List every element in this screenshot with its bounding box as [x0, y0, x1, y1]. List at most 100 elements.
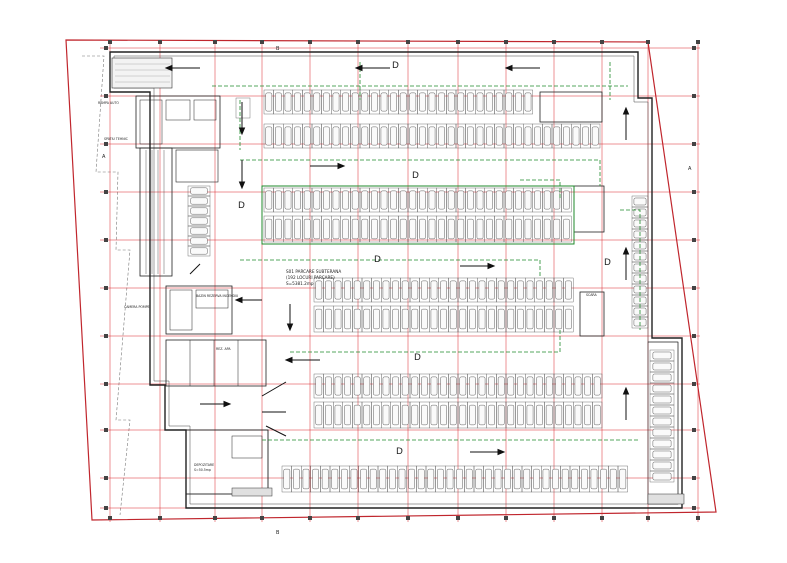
grid-bubble — [692, 238, 696, 242]
car-icon — [373, 308, 380, 330]
grid-bubble — [692, 476, 696, 480]
car-icon — [459, 280, 467, 300]
car-icon — [325, 308, 332, 330]
car-icon — [440, 308, 447, 330]
car-icon — [284, 190, 292, 210]
car-icon — [652, 472, 672, 481]
car-icon — [373, 376, 380, 396]
car-icon — [265, 190, 273, 210]
parking-space — [592, 373, 603, 399]
car-icon — [382, 308, 390, 330]
grid-bubble — [696, 516, 700, 520]
car-icon — [334, 280, 342, 300]
car-icon — [313, 126, 321, 146]
room-label: RAMPA AUTO — [98, 101, 119, 105]
car-icon — [323, 126, 330, 146]
car-icon — [574, 404, 582, 426]
car-icon — [284, 92, 292, 112]
grid-bubble — [108, 516, 112, 520]
car-icon — [294, 190, 301, 210]
car-icon — [478, 280, 486, 300]
car-icon — [561, 468, 569, 490]
car-icon — [302, 468, 310, 490]
car-icon — [536, 376, 543, 396]
car-icon — [563, 218, 570, 240]
car-icon — [380, 218, 388, 240]
car-icon — [543, 126, 551, 146]
car-icon — [380, 92, 388, 112]
car-icon — [517, 376, 524, 396]
parking-row — [263, 187, 572, 213]
car-icon — [469, 280, 476, 300]
car-icon — [421, 376, 428, 396]
parking-row — [313, 401, 603, 429]
car-icon — [419, 92, 426, 112]
car-icon — [350, 468, 358, 490]
car-icon — [344, 376, 351, 396]
car-icon — [399, 126, 407, 146]
right-service-cores — [539, 91, 685, 505]
parking-space — [523, 89, 534, 115]
car-icon — [467, 92, 474, 112]
room-label: REZ. APA — [216, 347, 231, 351]
car-icon — [536, 308, 543, 330]
car-icon — [382, 376, 390, 396]
site-boundary — [65, 39, 717, 521]
car-icon — [380, 190, 388, 210]
car-icon — [363, 376, 371, 396]
car-icon — [275, 126, 282, 146]
car-icon — [353, 308, 361, 330]
car-icon — [421, 404, 428, 426]
grid-bubble — [696, 40, 700, 44]
car-icon — [526, 308, 534, 330]
grid-bubbles — [104, 40, 700, 520]
car-icon — [265, 126, 273, 146]
car-icon — [563, 190, 570, 210]
car-icon — [609, 468, 617, 490]
car-icon — [438, 92, 445, 112]
car-icon — [486, 218, 493, 240]
section-mark-b: B — [276, 530, 280, 536]
car-icon — [438, 218, 445, 240]
car-icon — [533, 468, 540, 490]
direction-label: D — [412, 171, 419, 181]
parking-column — [187, 185, 211, 257]
grid-bubble — [260, 40, 264, 44]
car-icon — [351, 190, 359, 210]
car-icon — [342, 126, 349, 146]
car-icon — [485, 468, 492, 490]
car-icon — [553, 218, 561, 240]
car-icon — [515, 190, 522, 210]
car-icon — [190, 197, 208, 205]
car-icon — [572, 126, 580, 146]
building-inner-wall — [113, 55, 679, 505]
car-icon — [584, 404, 591, 426]
grid-bubble — [504, 516, 508, 520]
direction-label: D — [604, 258, 611, 268]
floor-title-line1: S01 PARCARE SUBTERANA — [286, 269, 341, 274]
car-icon — [504, 468, 511, 490]
car-icon — [411, 376, 419, 396]
car-icon — [600, 468, 607, 490]
car-icon — [555, 308, 563, 330]
car-icon — [486, 92, 493, 112]
car-icon — [652, 461, 672, 470]
car-icon — [591, 126, 599, 146]
car-icon — [543, 218, 551, 240]
grid-bubble — [158, 516, 162, 520]
grid-bubble — [104, 476, 108, 480]
car-icon — [373, 404, 380, 426]
car-icon — [467, 190, 474, 210]
traffic-arrows — [164, 64, 630, 456]
car-icon — [593, 376, 601, 396]
parking-row — [313, 373, 603, 399]
car-icon — [361, 126, 369, 146]
car-icon — [284, 126, 292, 146]
floor-title-line2: (192 LOCURI PARCARE) — [286, 275, 335, 280]
car-icon — [363, 308, 371, 330]
car-icon — [552, 468, 559, 490]
grid-bubble — [504, 40, 508, 44]
car-icon — [497, 404, 505, 426]
direction-label: D — [396, 447, 403, 457]
car-icon — [390, 92, 397, 112]
